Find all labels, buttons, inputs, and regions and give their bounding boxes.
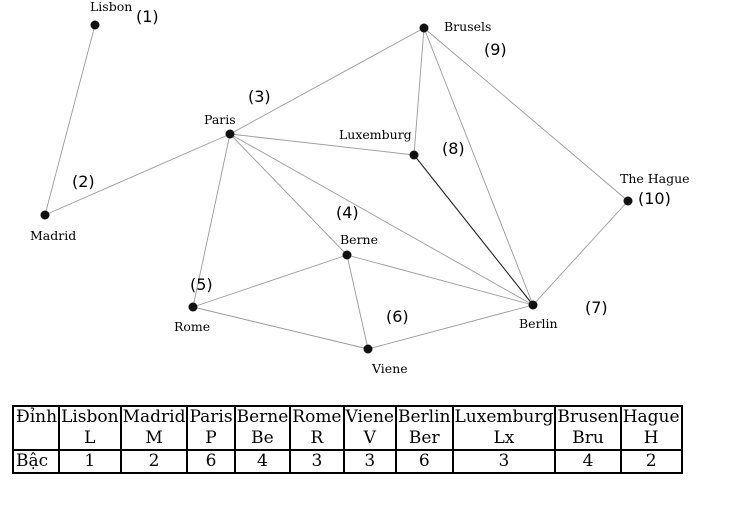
edge-berne-berlin: [346, 254, 534, 306]
node-number-madrid: (2): [72, 172, 95, 191]
edge-brusels-luxemburg: [413, 27, 425, 156]
node-number-luxemburg: (8): [442, 139, 465, 158]
node-label-madrid: Madrid: [30, 228, 76, 243]
vertex-name: Rome: [292, 407, 342, 427]
vertex-abbr: Bru: [572, 428, 604, 448]
node-rome: [188, 302, 198, 312]
degree-cell: 4: [233, 449, 292, 474]
city-graph: Lisbon (1) Madrid (2) Paris (3) Berne (4) Rome (5…: [30, 0, 690, 376]
node-number-brusels: (9): [484, 40, 507, 59]
vertex-name: Brusen: [557, 407, 619, 427]
node-label-viene: Viene: [371, 361, 408, 376]
vertex-abbr: M: [145, 428, 163, 448]
degree-cell: 3: [451, 449, 557, 474]
degree-cell: 2: [619, 449, 683, 474]
vertex-name: Viene: [345, 407, 395, 427]
node-label-luxemburg: Luxemburg: [339, 127, 412, 142]
edge-paris-rome: [192, 133, 231, 308]
labels-layer: Lisbon (1) Madrid (2) Paris (3) Berne (4) Rome (5…: [30, 0, 690, 376]
vertex-name: Lisbon: [61, 407, 119, 427]
vertex-abbr: Lx: [493, 428, 515, 448]
node-number-lisbon: (1): [136, 7, 159, 26]
vertex-abbr: V: [363, 428, 376, 448]
edge-lisbon-madrid: [44, 24, 96, 216]
node-label-berlin: Berlin: [519, 316, 558, 331]
vertex-name: Madrid: [122, 407, 186, 427]
vertex-abbr: Ber: [408, 428, 440, 448]
edge-paris-luxemburg: [229, 133, 415, 156]
node-label-rome: Rome: [174, 319, 210, 334]
degree-cell: 3: [289, 449, 345, 474]
vertex-abbr: Be: [251, 428, 274, 448]
node-berlin: [528, 300, 538, 310]
degree-cell: 4: [554, 449, 622, 474]
edge-madrid-paris: [44, 133, 231, 216]
node-lisbon: [90, 20, 100, 30]
edge-paris-berne: [229, 133, 348, 256]
degree-cell: 6: [186, 449, 236, 474]
vertex-abbr: R: [310, 428, 324, 448]
edge-rome-viene: [192, 306, 369, 350]
vertex-name: Hague: [622, 407, 680, 427]
edge-brusels-hague: [423, 27, 629, 202]
node-brusels: [419, 23, 429, 33]
vertex-abbr: P: [205, 428, 217, 448]
vertex-abbr: H: [643, 428, 659, 448]
vertex-name: Berne: [236, 407, 289, 427]
edge-viene-berlin: [367, 304, 534, 350]
node-number-rome: (5): [190, 275, 213, 294]
node-number-paris: (3): [248, 87, 271, 106]
edge-berne-rome: [192, 254, 348, 308]
row-header-degree: Bậc: [11, 449, 61, 474]
node-label-paris: Paris: [204, 112, 236, 127]
node-label-hague: The Hague: [620, 171, 690, 186]
edge-brusels-berlin: [423, 27, 534, 306]
node-number-viene: (6): [386, 307, 409, 326]
nodes-layer: [40, 20, 633, 354]
row-header-vertex: Đỉnh: [11, 405, 61, 451]
node-number-berne: (4): [336, 203, 359, 222]
degree-cell: 2: [119, 449, 189, 474]
vertex-name: Luxemburg: [454, 407, 554, 427]
table-row: Bậc 1 2 6 4 3 3 6 3 4 2: [11, 449, 683, 474]
degree-cell: 3: [342, 449, 397, 474]
node-paris: [225, 129, 235, 139]
degree-cell: 1: [58, 449, 122, 474]
node-berne: [342, 250, 352, 260]
edge-luxemburg-berlin: [413, 154, 534, 306]
edges-layer: [44, 24, 629, 350]
node-label-brusels: Brusels: [444, 19, 491, 34]
node-number-hague: (10): [638, 189, 671, 208]
node-label-lisbon: Lisbon: [90, 0, 132, 14]
node-label-berne: Berne: [340, 232, 378, 247]
node-madrid: [40, 210, 50, 220]
vertex-name: Berlin: [398, 407, 451, 427]
node-hague: [623, 196, 633, 206]
node-luxemburg: [409, 150, 419, 160]
edge-paris-berlin: [229, 133, 534, 306]
edge-berne-viene: [346, 254, 369, 350]
edge-hague-berlin: [532, 200, 629, 306]
vertex-name: Paris: [189, 407, 233, 427]
node-viene: [363, 344, 373, 354]
vertex-abbr: L: [84, 428, 96, 448]
node-number-berlin: (7): [585, 298, 608, 317]
degree-cell: 6: [395, 449, 454, 474]
edge-paris-brusels: [229, 27, 425, 135]
